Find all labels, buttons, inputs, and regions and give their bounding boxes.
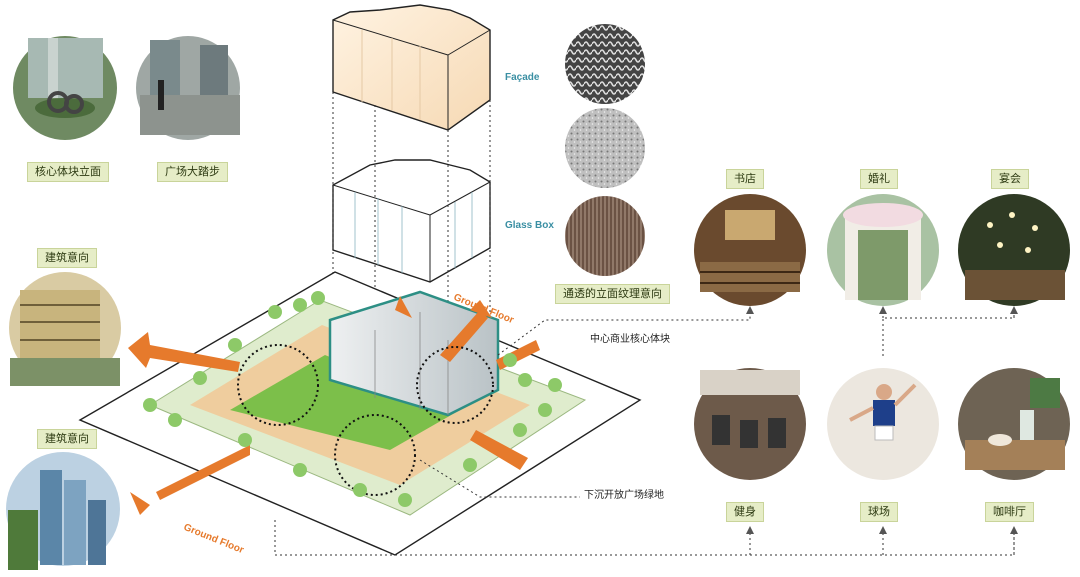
photo-core-facade	[13, 36, 117, 140]
texture-swatch-wave	[565, 24, 645, 104]
label-wedding: 婚礼	[860, 169, 898, 189]
photo-arch-intent-1	[9, 272, 121, 386]
label-arch-intent-2: 建筑意向	[37, 429, 97, 449]
photo-banquet	[958, 194, 1070, 306]
texture-swatch-speckle	[565, 108, 645, 188]
layer-glass-box	[332, 159, 491, 283]
photo-plaza-steps	[136, 36, 240, 140]
label-core-facade: 核心体块立面	[27, 162, 109, 182]
label-court: 球场	[860, 502, 898, 522]
label-bookstore: 书店	[726, 169, 764, 189]
connector-lines	[274, 306, 1018, 556]
photo-court	[827, 368, 939, 480]
photo-arch-intent-2	[6, 452, 120, 570]
highlight-circles	[237, 344, 494, 496]
layer-label-facade: Façade	[505, 72, 540, 83]
label-fitness: 健身	[726, 502, 764, 522]
layer-label-glass-box: Glass Box	[505, 220, 554, 231]
trees	[143, 291, 562, 507]
photo-wedding	[827, 194, 939, 306]
photo-cafe	[958, 368, 1070, 480]
label-sunken-plaza: 下沉开放广场绿地	[584, 490, 664, 501]
label-arch-intent-1: 建筑意向	[37, 248, 97, 268]
label-banquet: 宴会	[991, 169, 1029, 189]
label-cafe: 咖啡厅	[985, 502, 1034, 522]
layer-facade	[332, 4, 491, 131]
label-plaza-steps: 广场大踏步	[157, 162, 228, 182]
label-texture-intent: 通透的立面纹理意向	[555, 284, 670, 304]
photo-fitness	[694, 368, 806, 480]
texture-swatch-strand	[565, 196, 645, 276]
photo-bookstore	[694, 194, 806, 306]
site-plate	[78, 271, 642, 556]
label-central-core: 中心商业核心体块	[590, 334, 670, 345]
